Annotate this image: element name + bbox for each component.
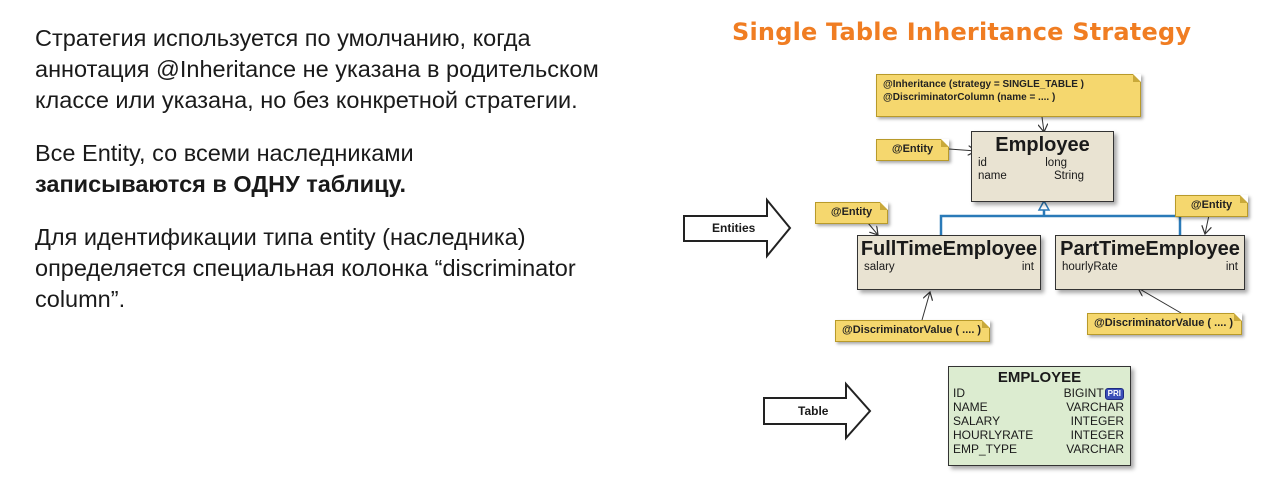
description-text: Стратегия используется по умолчанию, ког…	[35, 23, 635, 337]
fulltime-class-name: FullTimeEmployee	[860, 238, 1038, 260]
parttime-discriminator-note: @DiscriminatorValue ( .... )	[1087, 313, 1242, 335]
table-column: SALARY INTEGER	[949, 414, 1130, 428]
table-arrow-label: Table	[798, 404, 829, 418]
top-note-connector	[1042, 116, 1044, 132]
table-arrow	[763, 381, 872, 441]
table-column: EMP_TYPE VARCHAR	[949, 442, 1130, 456]
class-attribute: id long	[972, 157, 1113, 170]
class-attribute: hourlyRate int	[1056, 261, 1244, 274]
discriminator-value-annotation: @DiscriminatorValue ( .... )	[1094, 317, 1234, 329]
table-column: HOURLYRATE INTEGER	[949, 428, 1130, 442]
attribute-type: int	[1225, 261, 1238, 273]
diagram-connectors	[683, 116, 1283, 441]
attribute-name: id	[978, 157, 987, 169]
entity-annotation: @Entity	[1190, 199, 1233, 211]
paragraph-single-table: Все Entity, со всеми наследниками записы…	[35, 138, 635, 200]
table-column: NAME VARCHAR	[949, 400, 1130, 414]
employee-class-name: Employee	[995, 134, 1090, 156]
column-type: BIGINT	[1063, 386, 1104, 400]
attribute-type: String	[1053, 170, 1084, 182]
column-name: ID	[953, 386, 965, 400]
discriminator-value-annotation: @DiscriminatorValue ( .... )	[842, 324, 982, 336]
diagram-title: Single Table Inheritance Strategy	[732, 18, 1192, 46]
fulltime-entity-connector	[867, 222, 878, 235]
fulltime-discriminator-note: @DiscriminatorValue ( .... )	[835, 320, 990, 342]
column-type: INTEGER	[1070, 428, 1124, 442]
single-table-emphasis: записываются в ОДНУ таблицу.	[35, 171, 407, 197]
class-attribute: name String	[972, 170, 1113, 183]
column-type: VARCHAR	[1066, 400, 1124, 414]
inheritance-diagram: Single Table Inheritance Strategy Entiti…	[660, 0, 1283, 499]
paragraph-discriminator: Для идентификации типа entity (наследник…	[35, 224, 576, 312]
fulltime-entity-note: @Entity	[815, 202, 888, 224]
parttime-entity-note: @Entity	[1175, 195, 1248, 217]
column-name: NAME	[953, 400, 988, 414]
discriminator-column-annotation: @DiscriminatorColumn (name = .... )	[883, 92, 1056, 103]
parttime-class-name: PartTimeEmployee	[1060, 238, 1240, 260]
column-type: INTEGER	[1070, 414, 1124, 428]
employee-class: Employee id long name String	[971, 131, 1114, 202]
attribute-name: hourlyRate	[1062, 261, 1118, 273]
entity-annotation: @Entity	[830, 206, 873, 218]
attribute-name: salary	[864, 261, 895, 273]
column-name: HOURLYRATE	[953, 428, 1034, 442]
class-attribute: salary int	[858, 261, 1040, 274]
fulltime-employee-class: FullTimeEmployee salary int	[857, 235, 1041, 290]
inheritance-annotation: @Inheritance (strategy = SINGLE_TABLE )	[883, 79, 1084, 90]
inheritance-annotation-note: @Inheritance (strategy = SINGLE_TABLE ) …	[876, 74, 1141, 117]
inheritance-arrowhead	[1037, 199, 1051, 211]
entity-annotation: @Entity	[891, 143, 934, 155]
employee-entity-note: @Entity	[876, 139, 949, 161]
single-table-text: Все Entity, со всеми наследниками	[35, 140, 414, 166]
primary-key-badge: PRI	[1104, 387, 1124, 400]
parttime-discriminator-connector	[1138, 288, 1182, 314]
parttime-entity-connector	[1205, 214, 1209, 234]
paragraph-default-strategy: Стратегия используется по умолчанию, ког…	[35, 25, 599, 113]
attribute-name: name	[978, 170, 1007, 182]
table-name: EMPLOYEE	[997, 369, 1082, 386]
column-type: VARCHAR	[1066, 442, 1124, 456]
parttime-employee-class: PartTimeEmployee hourlyRate int	[1055, 235, 1245, 290]
inheritance-branch	[939, 214, 1182, 236]
column-name: EMP_TYPE	[953, 442, 1018, 456]
attribute-type: long	[1045, 157, 1067, 169]
column-name: SALARY	[953, 414, 1001, 428]
attribute-type: int	[1021, 261, 1034, 273]
fulltime-discriminator-connector	[921, 292, 930, 321]
entities-arrow	[683, 197, 792, 259]
entities-arrow-label: Entities	[712, 221, 756, 235]
